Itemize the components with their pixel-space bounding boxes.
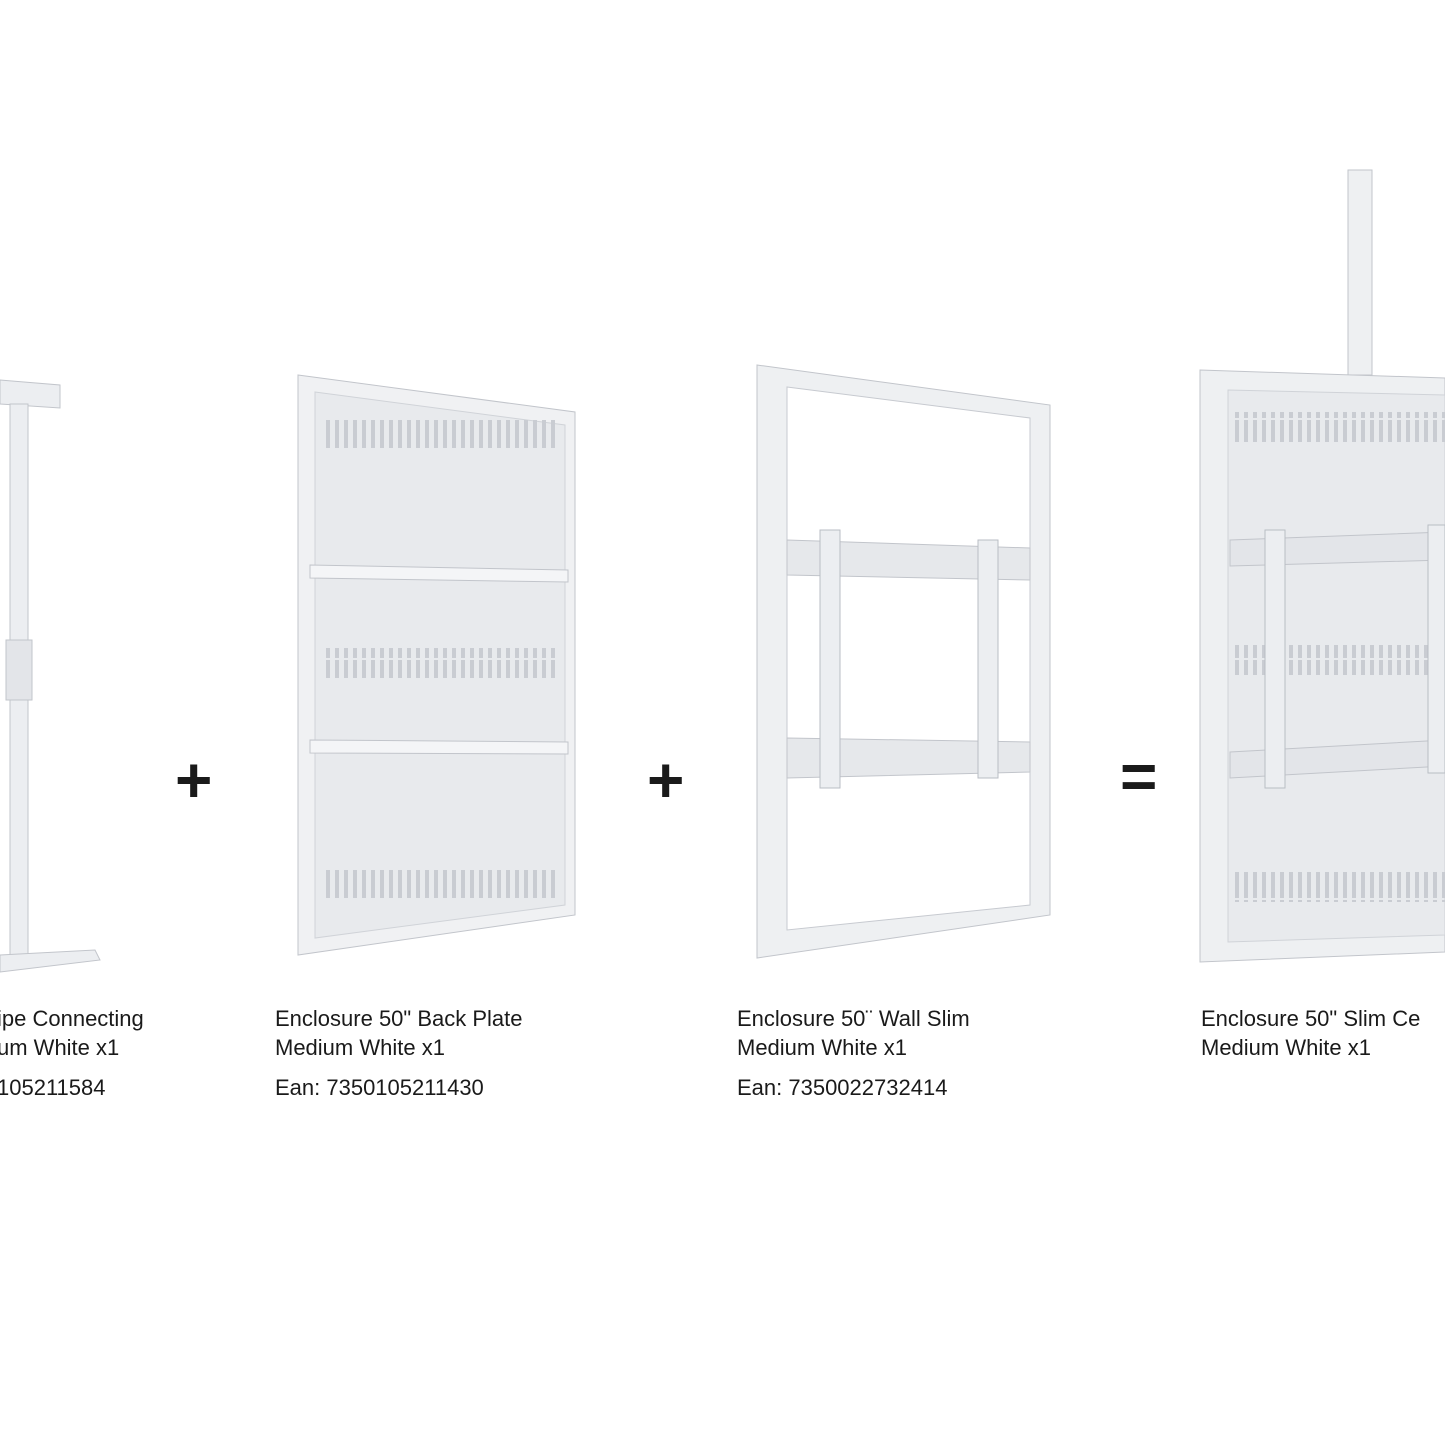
product-variant: Medium White x1: [275, 1035, 445, 1060]
product-name: Enclosure 50" Slim Ce: [1201, 1006, 1421, 1031]
product-name: Enclosure 50" Back Plate: [275, 1006, 523, 1031]
product-variant: Medium White x1: [737, 1035, 907, 1060]
plus-operator: +: [175, 744, 213, 816]
product-ean: Ean: 7350022732414: [737, 1075, 948, 1100]
plus-operator: +: [647, 744, 685, 816]
equals-operator: =: [1120, 740, 1158, 812]
back-plate-illustration: [297, 374, 576, 956]
ceiling-pipe-illustration: [0, 379, 101, 973]
product-caption: Enclosure 50" Slim Ce Medium White x1: [1201, 1004, 1420, 1062]
wall-slim-illustration: [756, 364, 1051, 959]
product-ean: 105211584: [0, 1075, 106, 1100]
product-caption: ipe Connecting um White x1 105211584: [0, 1004, 144, 1102]
product-variant: Medium White x1: [1201, 1035, 1371, 1060]
product-caption: Enclosure 50" Back Plate Medium White x1…: [275, 1004, 523, 1102]
product-variant: um White x1: [0, 1035, 120, 1060]
assembled-enclosure-illustration: [1199, 169, 1445, 963]
product-caption: Enclosure 50¨ Wall Slim Medium White x1 …: [737, 1004, 970, 1102]
product-name: Enclosure 50¨ Wall Slim: [737, 1006, 970, 1031]
product-ean: Ean: 7350105211430: [275, 1075, 484, 1100]
product-name: ipe Connecting: [0, 1006, 144, 1031]
